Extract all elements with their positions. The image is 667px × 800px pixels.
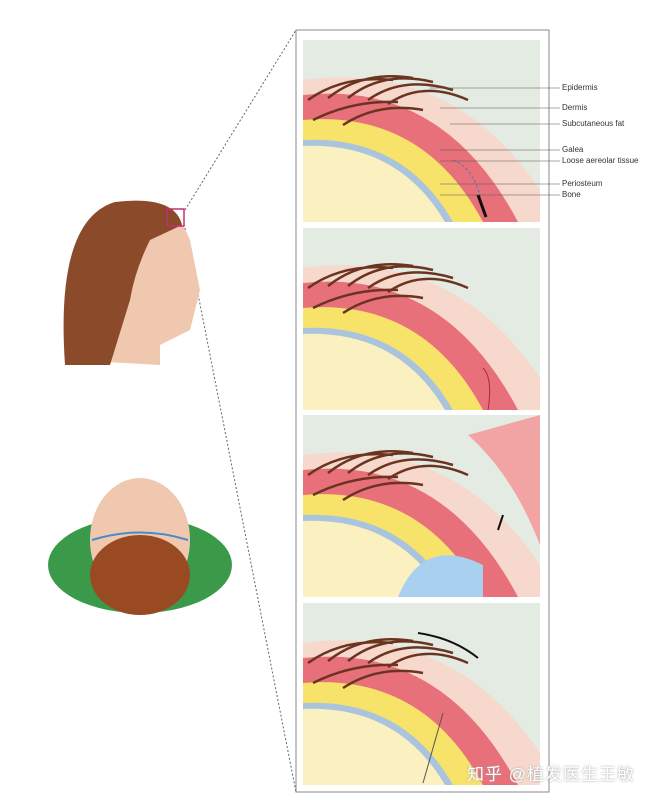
panel-1 [301,38,542,224]
label-bone: Bone [562,190,581,199]
label-leader-lines [430,87,560,196]
label-dermis: Dermis [562,103,588,112]
zoom-guide-lines [184,29,297,793]
watermark: 知乎 @植发医生王敏 [467,765,635,784]
label-periosteum: Periosteum [562,179,603,188]
zoom-box [166,208,185,227]
panel-3 [301,413,542,599]
head-top-illustration [48,478,232,615]
label-galea: Galea [562,145,584,154]
panel-4 [301,601,542,787]
label-subcutaneous-fat: Subcutaneous fat [562,119,625,128]
label-epidermis: Epidermis [562,83,598,92]
panel-2 [301,226,542,412]
label-loose-areolar-tissue: Loose aereolar tissue [562,156,639,165]
head-profile-illustration [63,200,200,365]
